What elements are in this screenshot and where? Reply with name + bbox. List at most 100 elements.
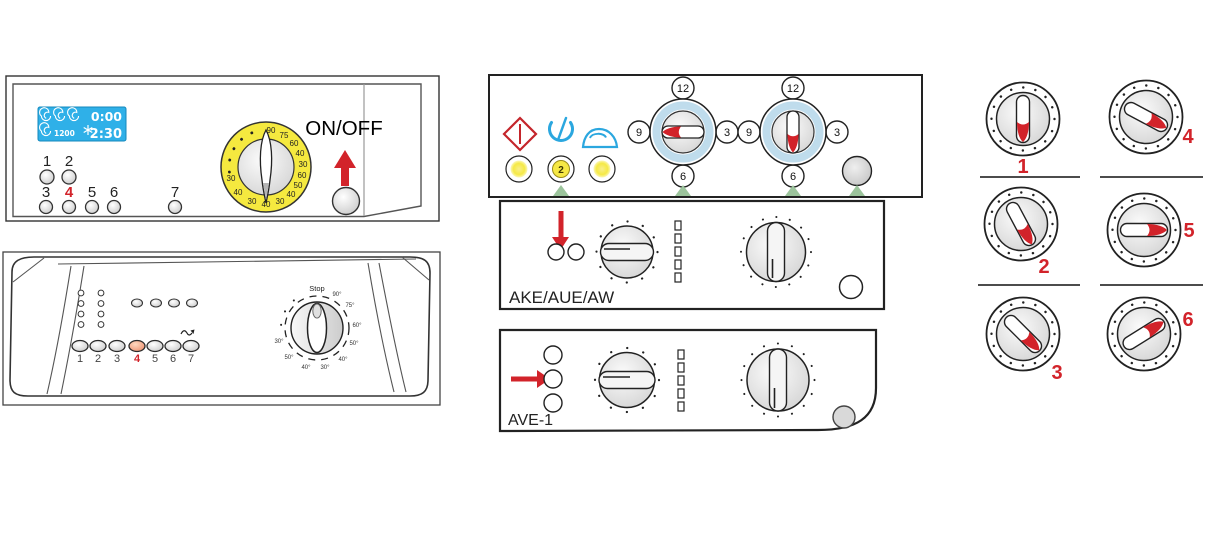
label-1: 1 <box>77 353 83 365</box>
knob-tick-dots <box>595 220 659 284</box>
program-button-7[interactable] <box>182 339 200 353</box>
marker-under-dial-1 <box>675 185 691 196</box>
position-knob-5[interactable] <box>1106 192 1182 268</box>
program-button-6[interactable] <box>164 339 182 353</box>
lcd-screen <box>37 106 127 142</box>
rinse-swirl-icon <box>53 107 66 122</box>
temp-90: 90° <box>332 292 342 298</box>
program-button-1[interactable] <box>71 339 89 353</box>
power-label: ON/OFF <box>305 117 382 140</box>
knob-pointer[interactable] <box>1122 100 1170 134</box>
timer-knob[interactable] <box>740 216 812 288</box>
push-button[interactable] <box>838 274 864 300</box>
program-button-5[interactable] <box>146 339 164 353</box>
button-label-6: 6 <box>110 184 118 201</box>
clock-9: 9 <box>636 127 642 139</box>
power-arrow-up-icon <box>334 150 356 186</box>
level-indicator-column <box>677 349 685 412</box>
option-button-2[interactable] <box>61 169 77 185</box>
easy-iron-icon <box>581 127 619 149</box>
power-button[interactable] <box>331 186 361 216</box>
knob-dots <box>990 301 1056 367</box>
lcd-spin-speed: 1200 <box>54 129 75 138</box>
knob-pointer[interactable] <box>1004 200 1038 248</box>
knob-pointer[interactable] <box>1121 316 1168 352</box>
temp-50b: 50° <box>284 355 294 361</box>
position-knob-3[interactable] <box>985 296 1061 372</box>
program-button-labels: 1 2 3 4 5 6 7 <box>77 353 194 365</box>
option-button-7[interactable] <box>167 199 183 215</box>
clock-9: 9 <box>746 127 752 139</box>
indicator-led-1 <box>543 345 563 365</box>
red-arrow-down-icon <box>552 211 569 250</box>
lcd-duration: 2:30 <box>90 127 122 142</box>
knob-grip-vertical[interactable] <box>768 348 788 412</box>
panel-face <box>12 83 422 218</box>
timer-knob[interactable] <box>740 342 816 418</box>
label-3: 3 <box>114 353 120 365</box>
temp-60: 60° <box>352 323 362 329</box>
panel-model-label: AKE/AUE/AW <box>509 288 614 307</box>
lcd-remaining-time: 0:00 <box>91 109 122 124</box>
spin-reduce-icon <box>180 329 195 336</box>
timer-start-button[interactable] <box>841 155 873 187</box>
led-delay-disc <box>552 160 570 178</box>
button-label-5: 5 <box>88 184 96 201</box>
option-button-4[interactable] <box>61 199 77 215</box>
position-knob-2[interactable] <box>983 186 1059 262</box>
knob-number-3: 3 <box>1051 362 1062 384</box>
position-knob-6[interactable] <box>1106 296 1182 372</box>
dial-temp-labels: 90° 75° 60° 50° 40° 30° 40° 50° 30° <box>274 292 362 371</box>
knob-pointer[interactable] <box>1119 222 1169 238</box>
program-selector-dial[interactable]: Stop 90° 75° 60° 50° 40° 30° 40° 50° 30° <box>274 284 362 371</box>
temp-40: 40 <box>296 149 305 158</box>
program-knob[interactable] <box>595 220 659 284</box>
option-button-5[interactable] <box>84 199 100 215</box>
clock-pointer-left[interactable] <box>661 125 705 139</box>
timer-clock-dial-1[interactable]: 12 3 6 9 <box>627 76 739 188</box>
knob-pointer[interactable] <box>1015 94 1031 144</box>
knob-dots <box>1111 197 1177 263</box>
temperature-dial[interactable]: 90 75 60 40 30 60 50 40 30 40 30 40 30 <box>220 121 312 213</box>
option-button-1[interactable] <box>39 169 55 185</box>
option-button-3[interactable] <box>38 199 54 215</box>
knob-pointer[interactable] <box>1002 313 1044 355</box>
dial-scale-labels: 90 75 60 40 30 60 50 40 30 40 30 40 30 <box>227 126 308 209</box>
clock-pointer-down[interactable] <box>786 110 800 154</box>
temp-40d: 40 <box>234 188 243 197</box>
machine-body-outline <box>9 256 431 397</box>
program-button-2[interactable] <box>89 339 107 353</box>
position-knob-1[interactable] <box>985 81 1061 157</box>
clock-12: 12 <box>787 83 799 95</box>
dial-pointer[interactable] <box>259 128 273 204</box>
clock-6: 6 <box>790 171 796 183</box>
button-label-1: 1 <box>43 153 51 170</box>
knob-dots <box>990 86 1056 152</box>
program-button-3[interactable] <box>108 339 126 353</box>
temp-40: 40° <box>338 357 348 363</box>
knob-dots <box>1113 84 1179 150</box>
temp-40b: 40° <box>301 365 311 371</box>
button-label-2: 2 <box>65 153 73 170</box>
clock-numbers: 12 3 6 9 <box>636 83 730 183</box>
program-button-4-active[interactable] <box>128 339 146 353</box>
temp-30d: 30 <box>227 174 236 183</box>
knob-grip-vertical[interactable] <box>766 221 786 283</box>
knob-grip-horizontal[interactable] <box>599 242 655 262</box>
knob-grip-horizontal[interactable] <box>598 370 656 390</box>
drain-swirl-icon <box>39 122 52 137</box>
program-knob[interactable] <box>593 346 661 414</box>
button-label-4-highlighted: 4 <box>65 184 74 201</box>
temp-30b: 30 <box>276 197 285 206</box>
marker-under-delay-led <box>553 185 569 196</box>
push-button[interactable] <box>832 405 856 429</box>
indicator-led-2 <box>567 243 585 261</box>
program-buttons <box>71 339 200 353</box>
clock-3: 3 <box>834 127 840 139</box>
start-stop-icon <box>502 116 538 152</box>
option-button-6[interactable] <box>106 199 122 215</box>
position-knob-4[interactable] <box>1108 79 1184 155</box>
clock-12: 12 <box>677 83 689 95</box>
marker-under-button <box>849 185 865 196</box>
ake-aue-aw-panel: AKE/AUE/AW <box>498 199 886 311</box>
